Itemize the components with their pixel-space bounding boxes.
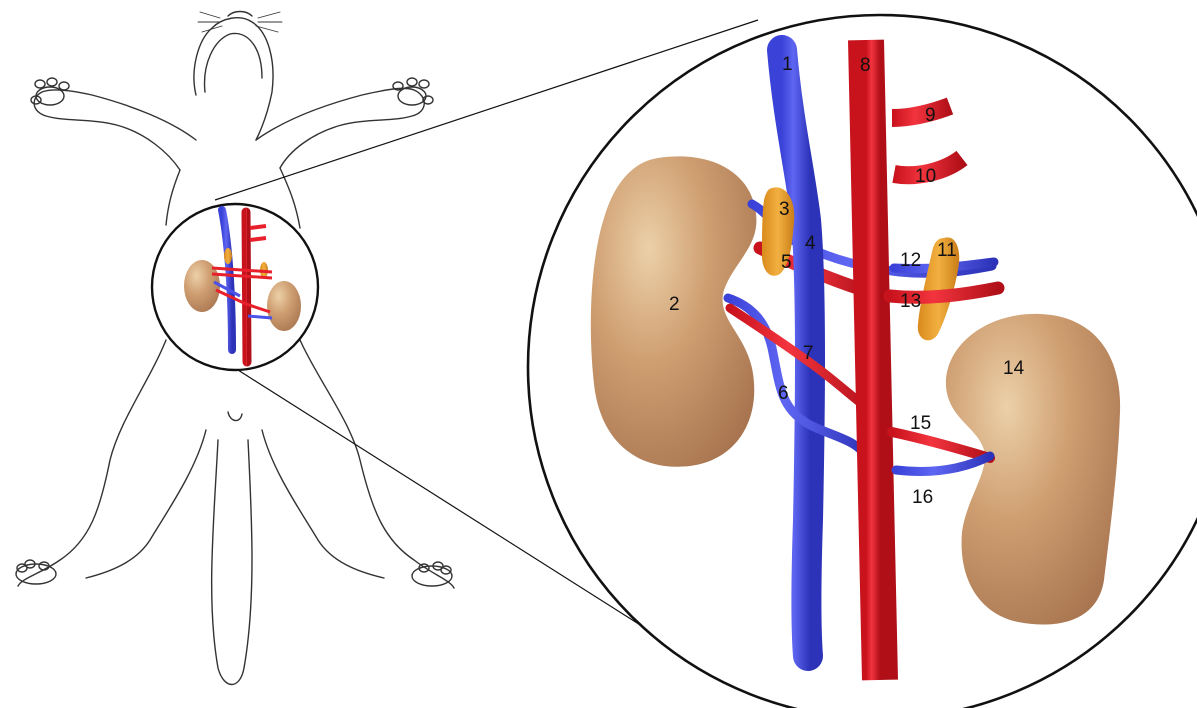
label-9: 9 [925, 105, 936, 126]
big-inset: 1 2 3 4 5 6 7 8 9 10 11 12 13 14 15 16 [528, 15, 1197, 708]
rat-snout [228, 12, 252, 17]
small-aorta [246, 212, 247, 362]
label-1: 1 [782, 54, 793, 75]
rat-right-front-paw [393, 78, 433, 105]
label-16: 16 [912, 487, 933, 508]
label-11: 11 [937, 240, 957, 261]
label-5: 5 [781, 252, 792, 273]
rat-head-inner [205, 33, 262, 92]
aorta [866, 40, 880, 680]
small-inset [152, 204, 318, 370]
rat-tail [212, 440, 252, 685]
rat-left-front-paw [31, 78, 69, 105]
rat-head [194, 18, 273, 140]
label-2: 2 [669, 294, 680, 315]
label-3: 3 [779, 199, 790, 220]
small-aorta-branch-1 [250, 226, 266, 228]
label-7: 7 [803, 343, 814, 364]
label-13: 13 [900, 291, 921, 312]
rat-inner-leg-left [86, 430, 206, 578]
rat-right-hind-paw [412, 562, 452, 586]
label-4: 4 [805, 233, 816, 254]
label-10: 10 [915, 166, 936, 187]
label-6: 6 [778, 383, 789, 404]
small-gland-right [224, 248, 232, 264]
rat-inner-leg-right [262, 430, 384, 578]
rat-torso-lower-right [300, 340, 454, 588]
label-15: 15 [910, 413, 931, 434]
rat-torso-left [166, 170, 180, 225]
rat-genital [228, 412, 242, 421]
label-12: 12 [900, 250, 921, 271]
rat-left-hind-paw [16, 560, 56, 584]
label-8: 8 [860, 55, 871, 76]
small-aorta-branch-2 [250, 238, 266, 240]
rat-left-arm [34, 90, 196, 170]
label-14: 14 [1003, 358, 1025, 379]
rat-whiskers [198, 12, 282, 32]
small-kidney-left-organ [267, 281, 301, 331]
